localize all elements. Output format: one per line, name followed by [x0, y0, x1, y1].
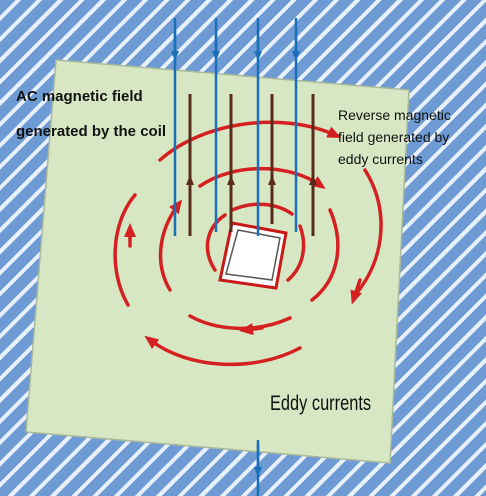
ac-field-label: AC magnetic field generated by the coil [16, 86, 166, 143]
reverse-field-label: Reverse magnetic field generated by eddy… [338, 104, 451, 170]
eddy-loop-middle-bottom-arrow [239, 323, 264, 336]
eddy-loop-middle-bottom [188, 314, 292, 331]
reverse-field-lines [186, 94, 317, 236]
eddy-loop-outer-right-arrow [350, 278, 362, 305]
ac-field-label-line-2: generated by the coil [16, 123, 167, 140]
eddy-current-loops [113, 120, 383, 367]
eddy-loop-middle-right [310, 208, 340, 302]
eddy-currents-label: Eddy currents [270, 392, 372, 415]
reverse-field-label-line-1: Reverse magnetic [338, 107, 451, 123]
eddy-loop-inner-right [286, 224, 306, 282]
eddy-loop-middle-left [158, 199, 183, 292]
coil-field-lines [171, 18, 300, 496]
eddy-loop-inner-top [230, 202, 294, 216]
eddy-loop-outer-bottom [144, 335, 302, 367]
eddy-loop-outer-right [353, 168, 383, 297]
ac-field-label-line-1: AC magnetic field [16, 88, 143, 105]
eddy-loop-inner-left [205, 213, 227, 272]
reverse-field-label-line-2: field generated by [338, 129, 450, 145]
defect-inner [225, 229, 281, 281]
eddy-loop-outer-left [113, 193, 137, 307]
eddy-loop-outer-top [158, 120, 342, 162]
reverse-field-label-line-3: eddy currents [338, 151, 423, 167]
